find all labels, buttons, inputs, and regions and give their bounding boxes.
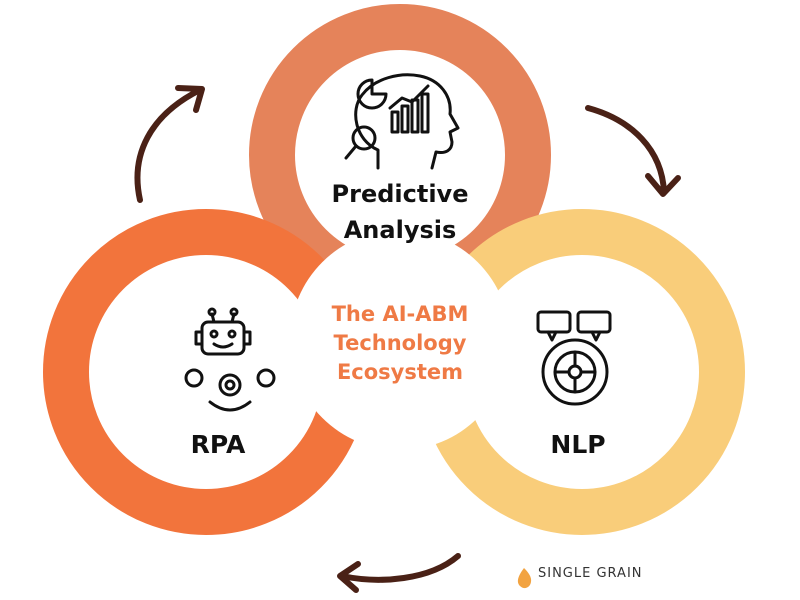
drop-logo-icon [517,568,532,589]
predictive-analysis-label: Predictive Analysis [331,180,469,244]
brand: SINGLE GRAIN [538,566,643,581]
nlp-label: NLP [550,430,606,459]
head-analytics-icon [344,73,460,170]
cycle-arrow [337,553,461,593]
rpa-label: RPA [190,430,246,459]
cycle-arrow [585,105,681,197]
brain-speech-icon [536,310,612,406]
robot-gears-icon [184,307,276,412]
center-cover [290,230,510,450]
center-title: The AI-ABM Technology Ecosystem [331,302,469,384]
cycle-arrow [134,85,205,203]
brand-name: SINGLE GRAIN [538,566,643,581]
